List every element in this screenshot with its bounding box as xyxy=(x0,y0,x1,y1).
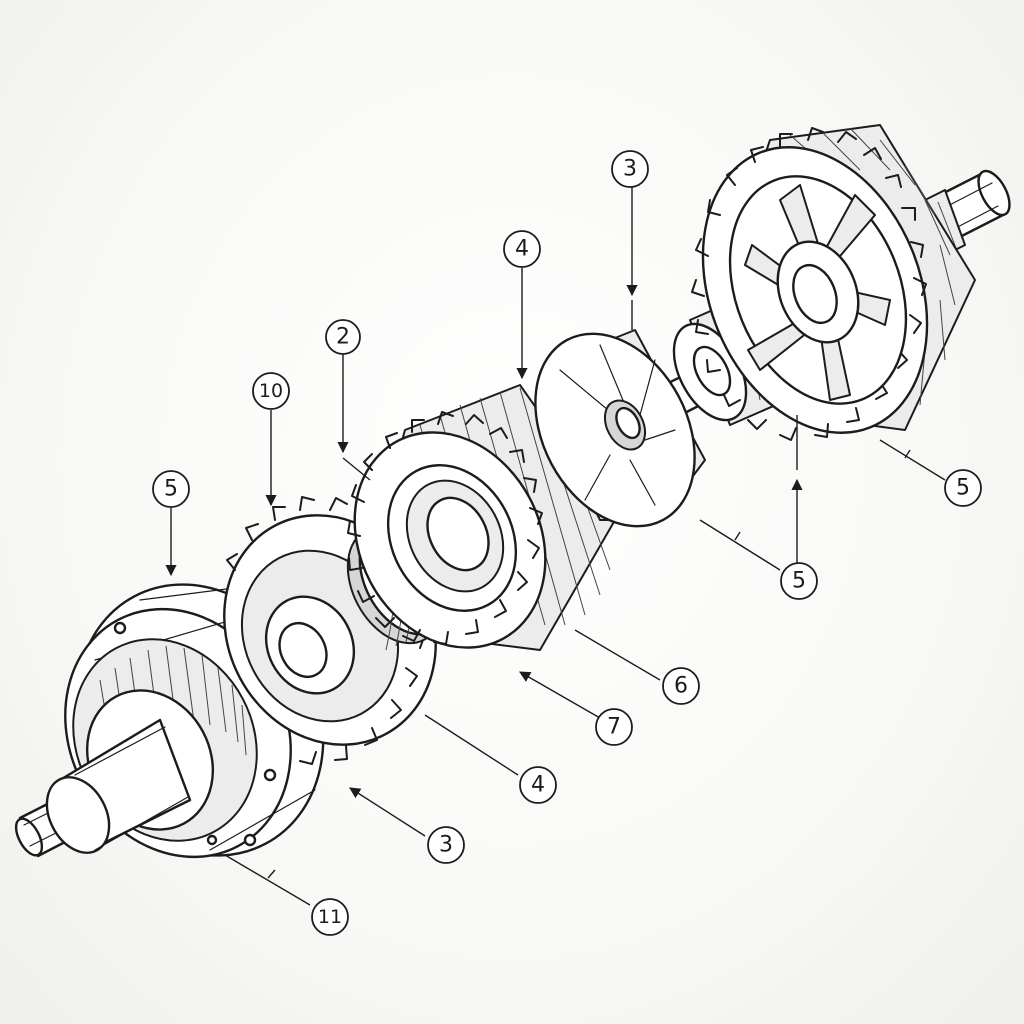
callout-label: 10 xyxy=(259,380,283,402)
callout-label: 6 xyxy=(674,674,688,699)
callout-4-top: 4 xyxy=(503,230,541,268)
callout-label: 4 xyxy=(531,773,545,798)
callout-5-right: 5 xyxy=(944,469,982,507)
callout-5-left: 5 xyxy=(152,470,190,508)
callout-label: 2 xyxy=(336,325,350,350)
callout-label: 5 xyxy=(792,569,806,594)
callout-3-bottom: 3 xyxy=(427,826,465,864)
disc-3 xyxy=(534,329,706,528)
callout-3-top: 3 xyxy=(611,150,649,188)
large-gear-spokes xyxy=(744,184,891,401)
callout-label: 3 xyxy=(623,157,637,182)
callout-4-bottom: 4 xyxy=(519,766,557,804)
left-bearing-housing xyxy=(45,583,325,859)
callout-label: 4 xyxy=(515,237,529,262)
callout-label: 5 xyxy=(164,477,178,502)
callout-11: 11 xyxy=(311,898,349,936)
callout-label: 11 xyxy=(318,906,342,928)
callout-label: 5 xyxy=(956,476,970,501)
callout-7: 7 xyxy=(595,708,633,746)
callout-10: 10 xyxy=(252,372,290,410)
callout-5-mid: 5 xyxy=(780,562,818,600)
callout-label: 3 xyxy=(439,833,453,858)
callout-label: 7 xyxy=(607,715,621,740)
callout-6: 6 xyxy=(662,667,700,705)
large-spoked-gear xyxy=(691,124,976,441)
leader-lines xyxy=(165,187,946,906)
callout-2: 2 xyxy=(325,319,361,355)
